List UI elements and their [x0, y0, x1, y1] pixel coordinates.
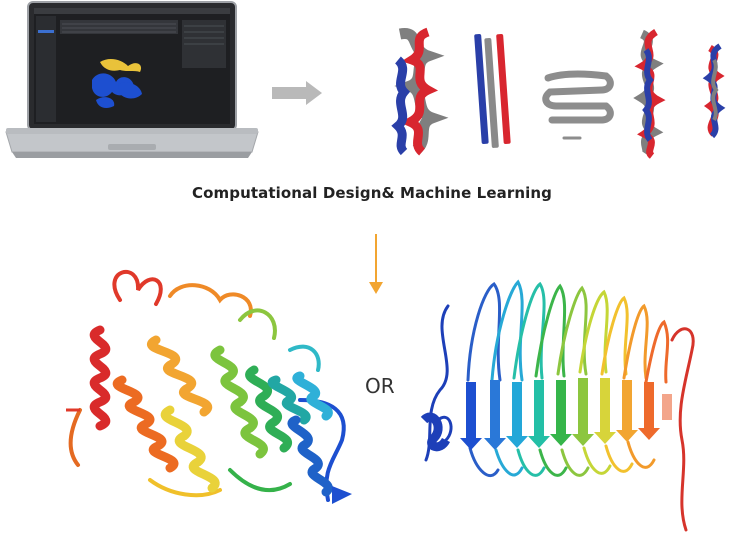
screen-protein-icon: [92, 59, 142, 108]
caption-text: Computational Design& Machine Learning: [192, 184, 552, 202]
small-ribbon-icon: [702, 43, 726, 139]
or-label: OR: [365, 374, 395, 398]
twisted-ribbon-icon: [633, 29, 666, 159]
beta-solenoid-protein-structure: [420, 279, 695, 532]
peptide-structures: [391, 27, 726, 159]
coiled-coil-icon: [391, 27, 449, 156]
laptop-icon: [5, 1, 259, 158]
beta-sheet-icon: [542, 70, 614, 140]
gray-arrow-icon: [272, 81, 322, 105]
orange-arrow-icon: [369, 234, 383, 294]
helical-protein-structure: [66, 270, 352, 504]
helix-bundle-icon: [474, 33, 511, 148]
